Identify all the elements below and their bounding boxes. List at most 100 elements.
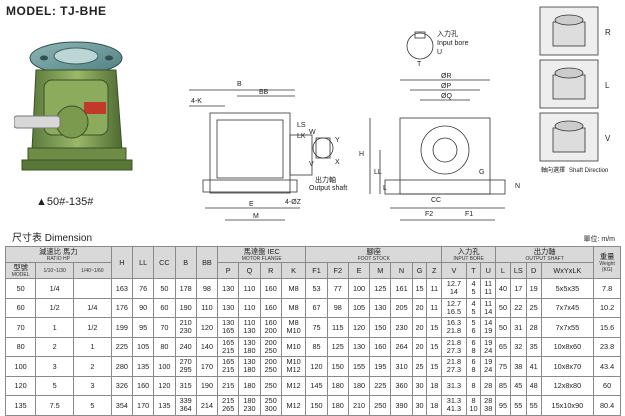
header-cc: CC [153,246,176,279]
table-cell: 28 [480,375,497,396]
table-cell: 70 [4,317,37,338]
table-cell: 5 [35,375,75,396]
table-cell: 160 [369,336,392,357]
model-title: MODEL: TJ-BHE [6,4,107,18]
label-l: L [383,185,387,192]
label-h: H [359,151,364,158]
table-cell: M12 [280,375,307,396]
label-e: E [249,201,254,208]
table-cell: 15x10x90 [540,395,595,416]
label-q: ØQ [441,93,452,100]
unit-label: 單位: m/m [583,236,616,243]
table-cell: 75 [495,356,511,377]
label-v: V [309,161,314,168]
table-cell: 48 [525,375,542,396]
header-ratio-b: 1/40~1/60 [73,262,112,279]
table-cell: M8 [280,297,307,318]
table-cell: 3 [73,375,112,396]
table-cell: 7x7x45 [540,297,595,318]
table-cell: 80 [153,336,176,357]
table-cell: 135 [4,395,37,416]
input-bore-en: Input bore [437,40,469,47]
header-b: B [174,246,197,279]
table-cell: 95 [131,317,155,338]
label-4z: 4-ØZ [285,199,302,206]
subheader-n: N [390,262,413,279]
table-cell: 15 [426,336,443,357]
table-cell: 10x8x60 [540,336,595,357]
header-ratio-a: 1/10~1/30 [35,262,75,279]
table-cell: 178 [174,278,197,299]
table-cell: 140 [195,336,219,357]
table-cell: 7x7x55 [540,317,595,338]
label-ls: LS [297,122,306,129]
table-cell: 30 [411,375,428,396]
table-cell: 135 [131,356,155,377]
label-cc: CC [431,197,441,204]
table-cell: 1/2 [73,317,112,338]
subheader-g: G [411,262,428,279]
table-cell: 125 [369,278,392,299]
table-cell: 50 [4,278,37,299]
subheader-f2: F2 [326,262,349,279]
table-cell: 161 [390,278,413,299]
table-cell: 360 [390,375,413,396]
table-cell: 210 [347,395,371,416]
table-cell: 98 [326,297,349,318]
table-cell: 1 [35,317,75,338]
table-cell: 130 [369,297,392,318]
subheader-e: E [347,262,371,279]
table-cell: 65 [495,336,511,357]
table-cell: 120 [195,317,219,338]
table-cell: 60 [4,297,37,318]
table-cell: 225 [369,375,392,396]
label-u: U [437,49,442,56]
table-cell: 150 [305,395,328,416]
table-cell: 55 [509,395,527,416]
table-cell: 120 [4,375,37,396]
table-cell: 105 [347,297,371,318]
table-cell: 3 [35,356,75,377]
table-cell: 180 [238,375,261,396]
table-cell: 160 [131,375,155,396]
table-cell: 120 [153,375,176,396]
label-bb: BB [259,89,269,96]
table-cell: 130 [347,336,371,357]
table-cell: 250 [259,375,282,396]
table-cell: 180 [326,375,349,396]
label-t: T [417,61,422,68]
table-cell: 11 [426,297,443,318]
table-cell: 50 [495,297,511,318]
table-cell: 315 [174,375,197,396]
subheader-t: T [465,262,482,279]
table-cell: M8 [280,278,307,299]
table-cell: 17 [509,278,527,299]
table-cell: 18 [426,395,443,416]
table-cell: 15 [426,356,443,377]
table-cell: 20 [411,336,428,357]
table-cell: 1/4 [35,278,75,299]
label-f1: F1 [465,211,473,218]
subheader-f1: F1 [305,262,328,279]
table-cell: 15 [426,317,443,338]
subheader-l: L [495,262,511,279]
table-cell: 225 [110,336,134,357]
table-cell: 130 [217,297,240,318]
